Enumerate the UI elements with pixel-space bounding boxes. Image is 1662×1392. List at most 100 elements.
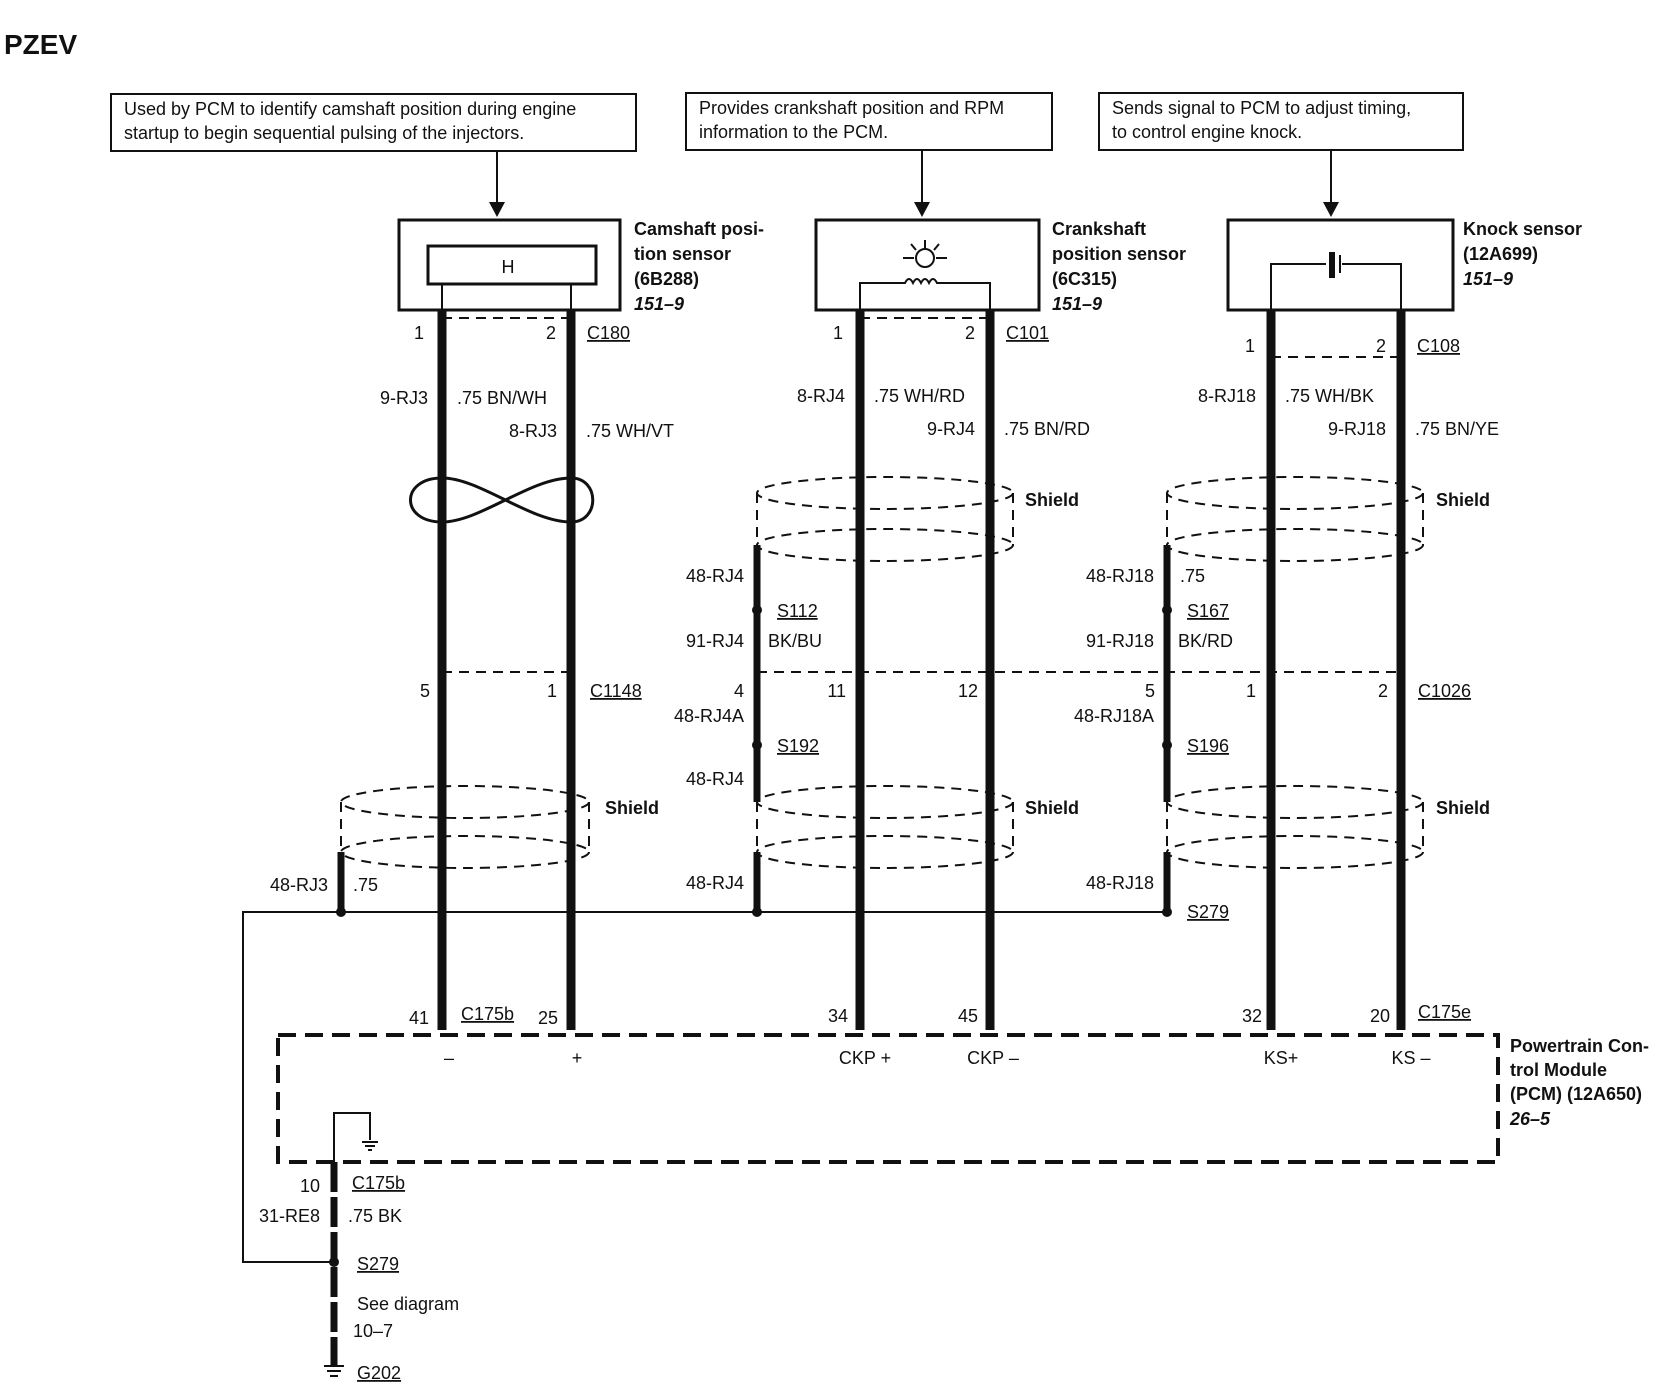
note-arrows <box>489 150 1339 217</box>
svg-text:C175e: C175e <box>1418 1002 1471 1022</box>
svg-text:9-RJ3: 9-RJ3 <box>380 388 428 408</box>
connector-labels: C180 C101 C108 C1148 C1026 C175b C175e C… <box>352 323 1471 1193</box>
page-title: PZEV <box>4 29 77 60</box>
svg-text:48-RJ18: 48-RJ18 <box>1086 566 1154 586</box>
svg-text:2: 2 <box>546 323 556 343</box>
camshaft-sensor-label: Camshaft posi- tion sensor (6B288) 151–9 <box>634 219 764 314</box>
circuit-labels: 9-RJ3 .75 BN/WH 8-RJ3 .75 WH/VT 8-RJ4 .7… <box>259 386 1499 1383</box>
svg-text:48-RJ4A: 48-RJ4A <box>674 706 744 726</box>
crankshaft-sensor-label: Crankshaft position sensor (6C315) 151–9 <box>1052 219 1186 314</box>
svg-text:C1148: C1148 <box>590 681 642 701</box>
svg-text:C175b: C175b <box>352 1173 405 1193</box>
svg-text:position sensor: position sensor <box>1052 244 1186 264</box>
shield-label: Shield <box>1025 490 1079 510</box>
svg-text:trol Module: trol Module <box>1510 1060 1607 1080</box>
svg-text:(6C315): (6C315) <box>1052 269 1117 289</box>
svg-text:151–9: 151–9 <box>1463 269 1513 289</box>
svg-text:.75 BK: .75 BK <box>348 1206 402 1226</box>
svg-text:25: 25 <box>538 1008 558 1028</box>
svg-text:5: 5 <box>1145 681 1155 701</box>
shield-knock-lower <box>1166 785 1424 869</box>
svg-text:.75 WH/VT: .75 WH/VT <box>586 421 674 441</box>
knock-sensor <box>1226 218 1455 312</box>
svg-text:Powertrain Con-: Powertrain Con- <box>1510 1036 1649 1056</box>
svg-text:(12A699): (12A699) <box>1463 244 1538 264</box>
svg-text:C180: C180 <box>587 323 630 343</box>
svg-text:11: 11 <box>827 681 846 701</box>
hall-symbol: H <box>502 257 515 277</box>
pcm-pin-pos: + <box>572 1048 583 1068</box>
svg-text:to control engine knock.: to control engine knock. <box>1112 122 1302 142</box>
shield-cam-lower <box>340 785 590 869</box>
svg-text:S192: S192 <box>777 736 819 756</box>
svg-text:.75: .75 <box>1180 566 1205 586</box>
drain-wires <box>242 545 1172 1263</box>
svg-text:information to the PCM.: information to the PCM. <box>699 122 888 142</box>
camshaft-sensor: H <box>397 218 622 312</box>
svg-text:48-RJ3: 48-RJ3 <box>270 875 328 895</box>
crankshaft-sensor <box>814 218 1041 312</box>
svg-text:Camshaft posi-: Camshaft posi- <box>634 219 764 239</box>
shield-crank-upper <box>756 476 1014 562</box>
svg-text:48-RJ18: 48-RJ18 <box>1086 873 1154 893</box>
svg-text:BK/RD: BK/RD <box>1178 631 1233 651</box>
svg-text:45: 45 <box>958 1006 978 1026</box>
svg-text:1: 1 <box>547 681 557 701</box>
svg-text:91-RJ4: 91-RJ4 <box>686 631 744 651</box>
shield-label: Shield <box>1436 490 1490 510</box>
svg-text:4: 4 <box>734 681 744 701</box>
svg-text:91-RJ18: 91-RJ18 <box>1086 631 1154 651</box>
svg-text:.75 BN/RD: .75 BN/RD <box>1004 419 1090 439</box>
svg-text:(PCM) (12A650): (PCM) (12A650) <box>1510 1084 1642 1104</box>
svg-text:G202: G202 <box>357 1363 401 1383</box>
svg-text:S279: S279 <box>357 1254 399 1274</box>
main-wires <box>437 310 1406 1030</box>
svg-text:.75 BN/YE: .75 BN/YE <box>1415 419 1499 439</box>
connector-lines <box>442 317 1401 673</box>
svg-text:1: 1 <box>1245 336 1255 356</box>
svg-text:2: 2 <box>965 323 975 343</box>
shield-knock-upper <box>1166 476 1424 562</box>
pcm-ks-pos: KS+ <box>1264 1048 1299 1068</box>
svg-text:C108: C108 <box>1417 336 1460 356</box>
shield-label: Shield <box>605 798 659 818</box>
svg-text:48-RJ4: 48-RJ4 <box>686 769 744 789</box>
svg-text:BK/BU: BK/BU <box>768 631 822 651</box>
svg-text:Sends signal to PCM to adjust: Sends signal to PCM to adjust timing, <box>1112 98 1411 118</box>
svg-text:S196: S196 <box>1187 736 1229 756</box>
pcm-ckp-neg: CKP – <box>967 1048 1019 1068</box>
ground-icon <box>324 1365 344 1377</box>
pcm-pin-neg: – <box>444 1048 454 1068</box>
svg-text:31-RE8: 31-RE8 <box>259 1206 320 1226</box>
svg-text:.75 WH/RD: .75 WH/RD <box>874 386 965 406</box>
svg-text:2: 2 <box>1376 336 1386 356</box>
svg-text:5: 5 <box>420 681 430 701</box>
note-camshaft: Used by PCM to identify camshaft positio… <box>110 93 637 152</box>
knock-sensor-label: Knock sensor (12A699) 151–9 <box>1463 219 1582 289</box>
svg-text:1: 1 <box>414 323 424 343</box>
svg-text:Crankshaft: Crankshaft <box>1052 219 1146 239</box>
svg-text:Knock sensor: Knock sensor <box>1463 219 1582 239</box>
svg-text:151–9: 151–9 <box>1052 294 1102 314</box>
svg-text:26–5: 26–5 <box>1509 1109 1551 1129</box>
svg-text:151–9: 151–9 <box>634 294 684 314</box>
svg-text:10–7: 10–7 <box>353 1321 393 1341</box>
svg-text:8-RJ3: 8-RJ3 <box>509 421 557 441</box>
svg-text:C101: C101 <box>1006 323 1049 343</box>
svg-text:48-RJ4: 48-RJ4 <box>686 873 744 893</box>
svg-text:S167: S167 <box>1187 601 1229 621</box>
svg-text:C175b: C175b <box>461 1004 514 1024</box>
shield-label: Shield <box>1436 798 1490 818</box>
svg-text:1: 1 <box>833 323 843 343</box>
note-crankshaft: Provides crankshaft position and RPM inf… <box>685 92 1053 151</box>
svg-text:20: 20 <box>1370 1006 1390 1026</box>
svg-text:9-RJ4: 9-RJ4 <box>927 419 975 439</box>
pcm-module <box>276 1033 1500 1175</box>
shield-label: Shield <box>1025 798 1079 818</box>
svg-text:S112: S112 <box>777 601 818 621</box>
svg-text:C1026: C1026 <box>1418 681 1471 701</box>
svg-text:2: 2 <box>1378 681 1388 701</box>
svg-text:48-RJ18A: 48-RJ18A <box>1074 706 1154 726</box>
reluctor-icon <box>903 240 947 268</box>
